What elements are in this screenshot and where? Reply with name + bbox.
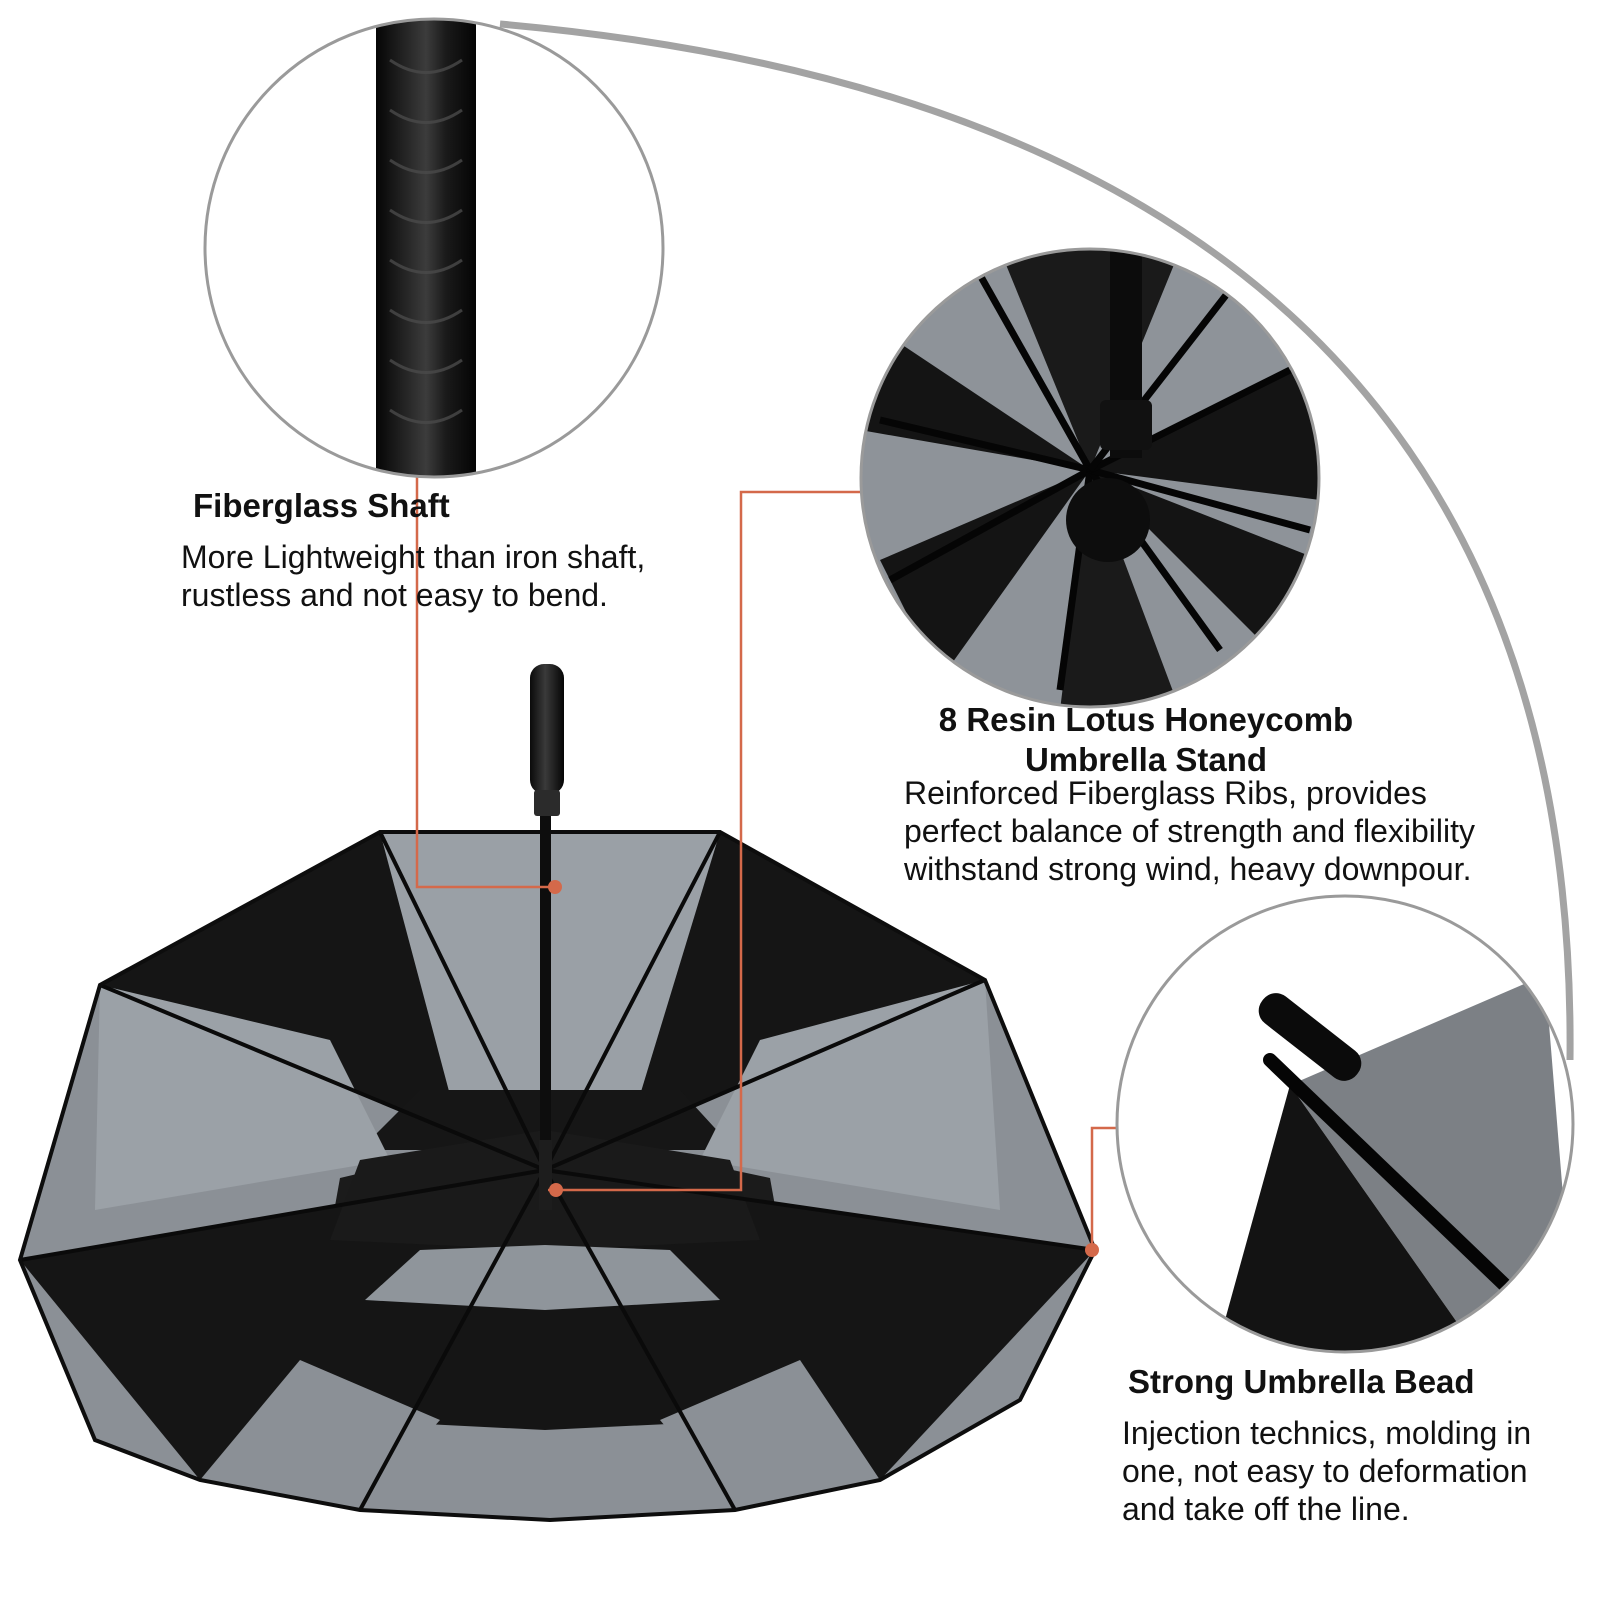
canopy-panel <box>545 1170 1095 1510</box>
bead-description: Injection technics, molding in one, not … <box>1122 1415 1532 1527</box>
callout-lines <box>415 466 1124 1250</box>
umbrella-shaft <box>539 790 552 1210</box>
zoom-circle-stand <box>859 247 1321 709</box>
connector-arc <box>499 20 1574 1061</box>
umbrella-handle <box>530 664 564 816</box>
shaft-description: More Lightweight than iron shaft, rustle… <box>181 539 646 613</box>
callout-dot-shaft <box>548 880 562 894</box>
shaft-title: Fiberglass Shaft <box>193 487 450 524</box>
stand-title: 8 Resin Lotus Honeycomb Umbrella Stand <box>938 701 1354 778</box>
callout-dot-stand <box>549 1183 563 1197</box>
canopy-panel <box>100 832 545 1170</box>
stand-description: Reinforced Fiberglass Ribs, provides per… <box>904 775 1475 887</box>
canopy-panel <box>20 1170 545 1510</box>
umbrella-canopy <box>17 830 1098 1523</box>
zoom-circle-shaft <box>203 17 665 479</box>
callout-dot-bead <box>1085 1243 1099 1257</box>
bead-title: Strong Umbrella Bead <box>1128 1363 1475 1400</box>
canopy-panel <box>545 832 985 1170</box>
zoom-circle-bead <box>1115 894 1575 1354</box>
